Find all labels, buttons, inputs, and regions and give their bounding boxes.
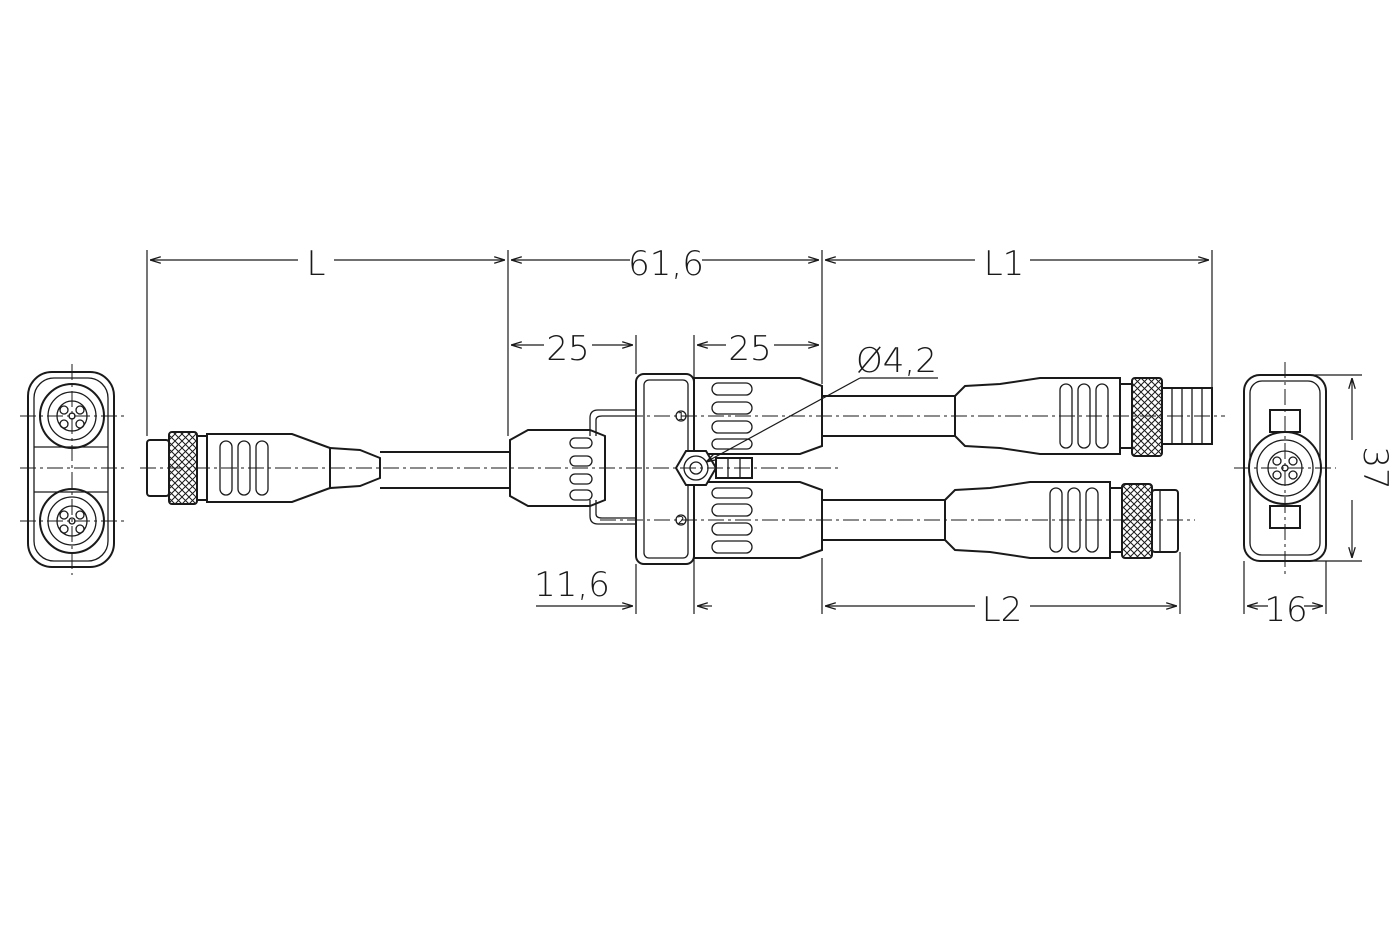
dim-height-37: 37 [1355, 446, 1394, 489]
input-cable [380, 451, 510, 489]
right-end-view [1234, 362, 1336, 575]
dim-length-l1: L1 [984, 244, 1025, 284]
dimension-labels: L 61,6 L1 25 25 Ø4,2 11,6 L2 [307, 244, 1025, 630]
main-side-view: 1 2 [140, 373, 1225, 565]
dim-offset-11-6: 11,6 [534, 565, 610, 605]
dim-splitter-width: 61,6 [628, 244, 704, 284]
dimension-lines [146, 250, 1213, 614]
left-end-view [20, 364, 124, 575]
dim-entry-25: 25 [546, 329, 589, 369]
splitter-input-overmould [509, 409, 636, 525]
right-end-dimensions: 37 16 [1243, 374, 1394, 630]
dim-length-l2: L2 [982, 590, 1023, 630]
dim-length-l: L [307, 244, 326, 284]
dim-thickness-16: 16 [1264, 590, 1307, 630]
upper-output-connector [954, 377, 1213, 457]
lower-output-cable [822, 499, 945, 541]
upper-output-cable [822, 395, 955, 437]
dim-exit-25: 25 [728, 329, 771, 369]
dim-hole-diameter: Ø4,2 [856, 341, 937, 381]
